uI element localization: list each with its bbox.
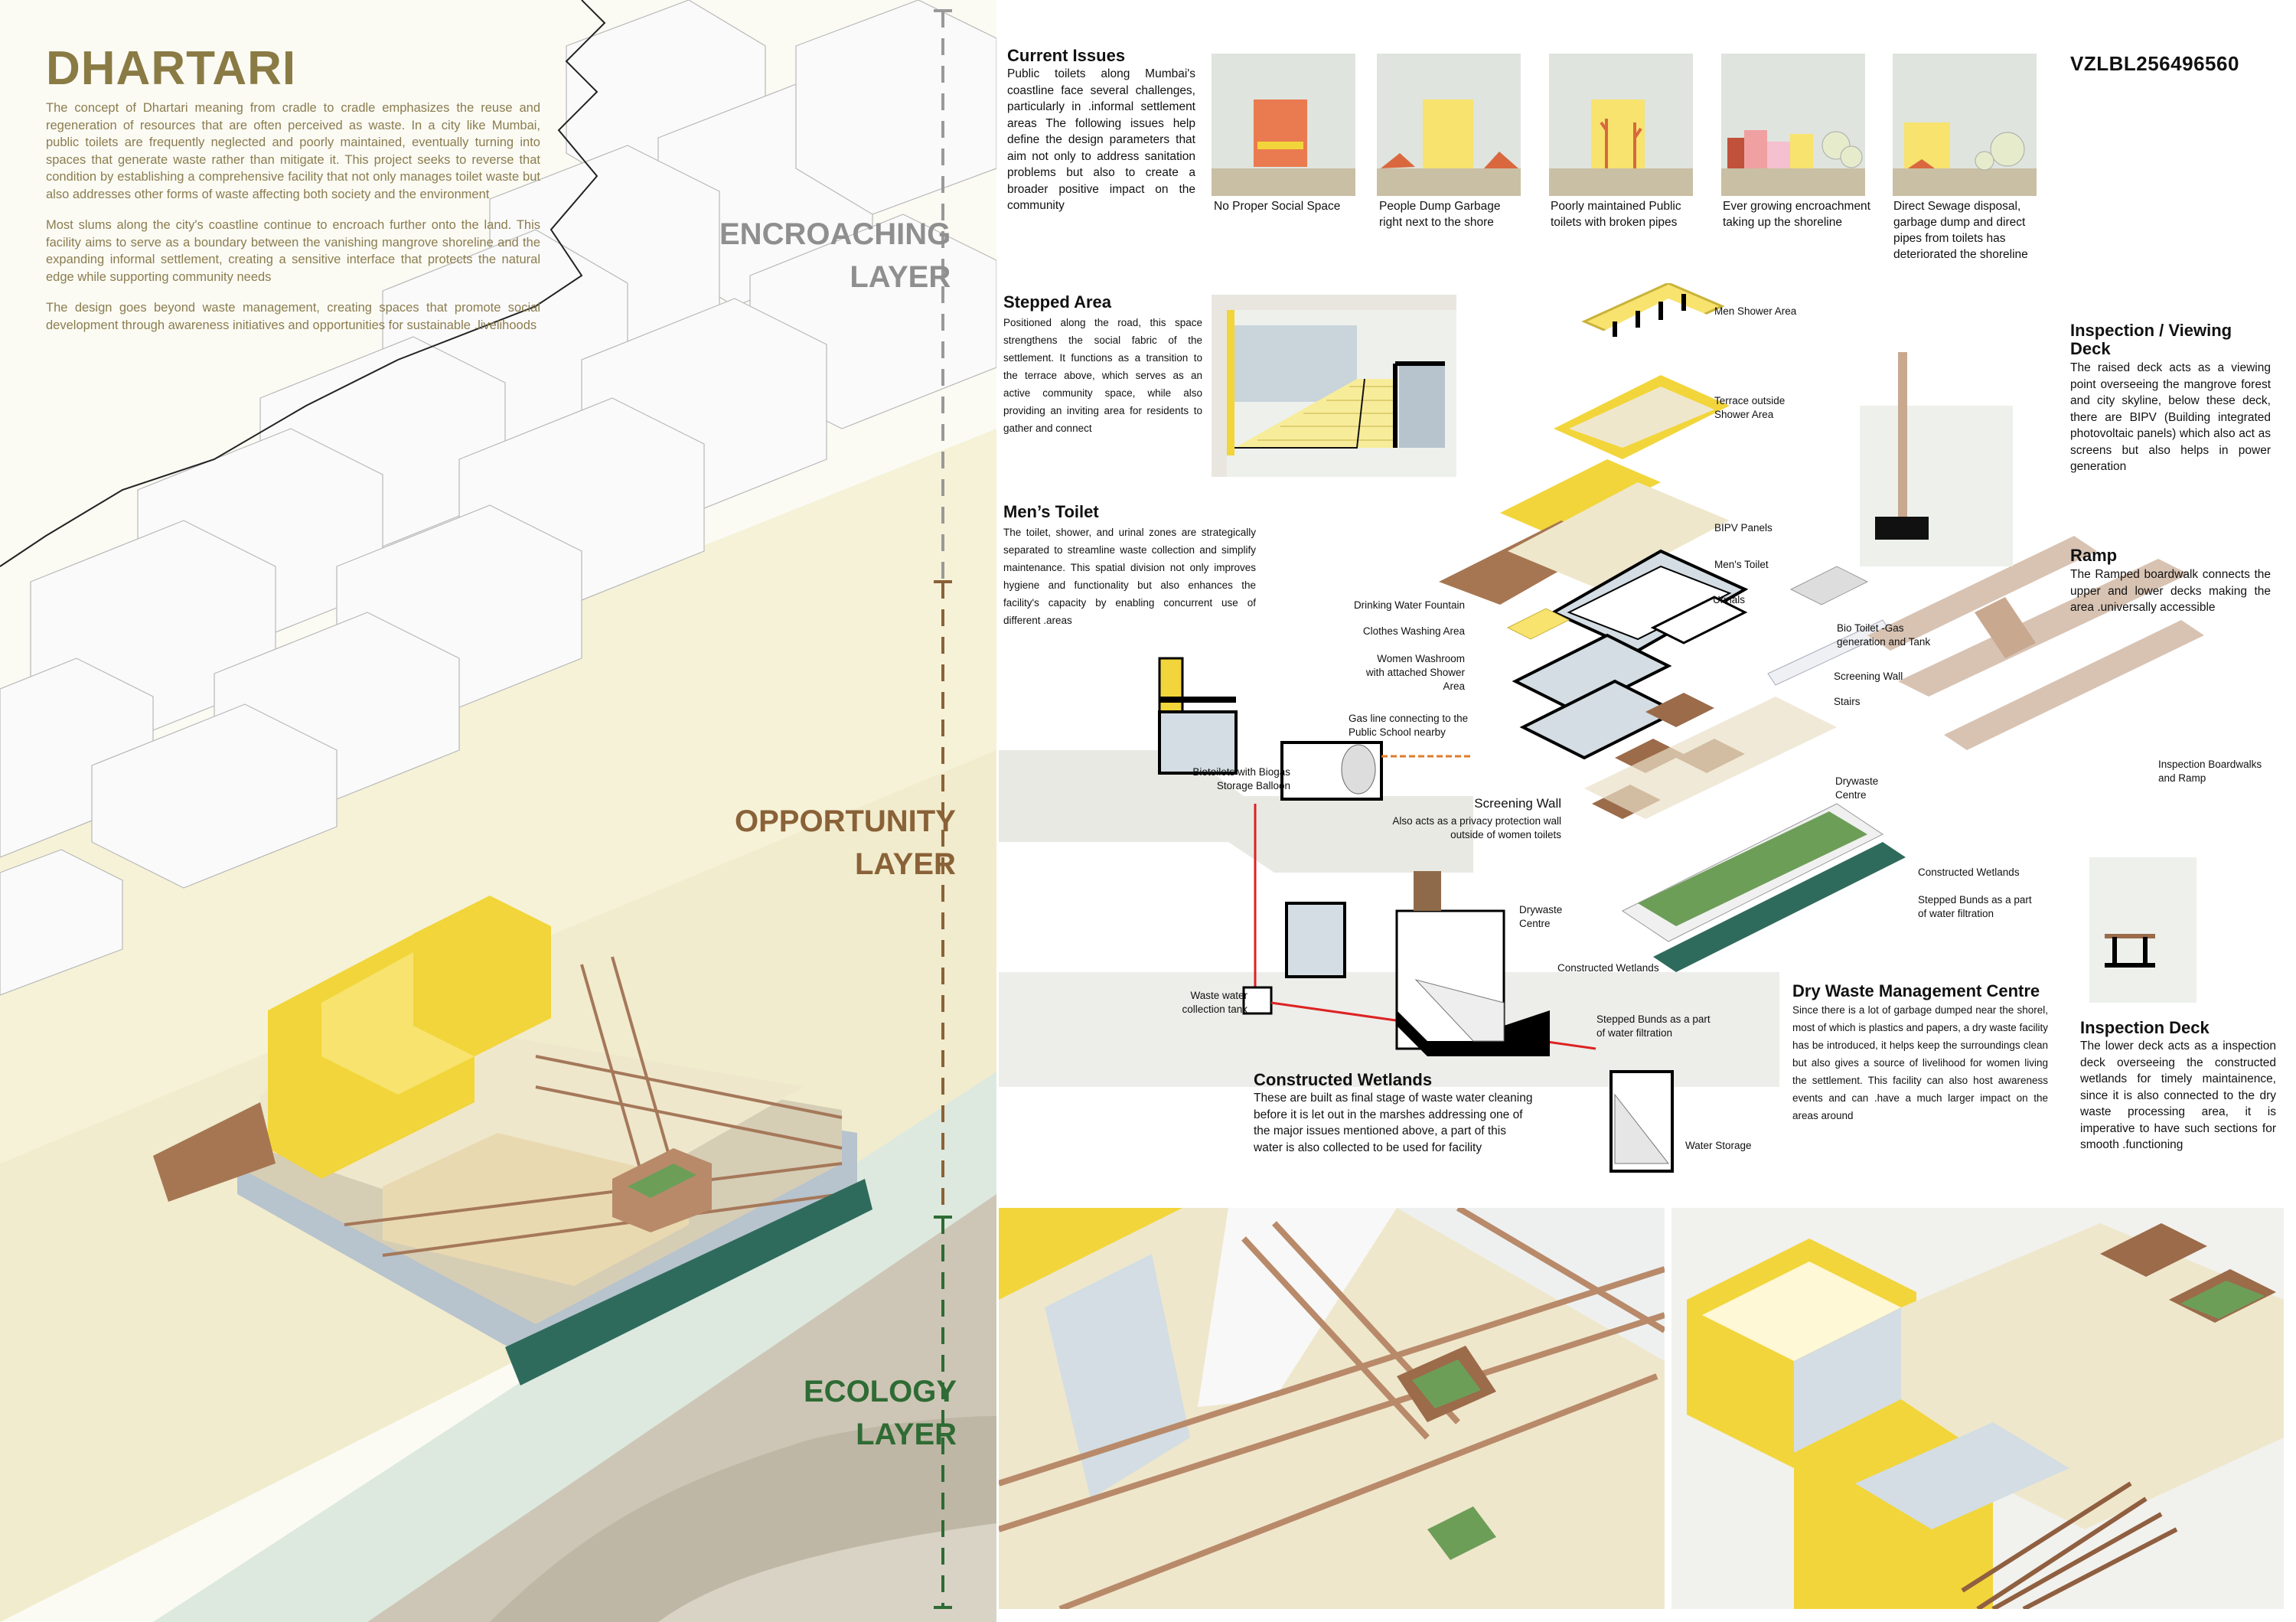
current-issues-text: Public toilets along Mumbai's coastline … [1007,67,1195,212]
road-band [0,429,996,1163]
encroaching-label-line2: LAYER [850,260,951,294]
opportunity-layer-label: OPPORTUNITY LAYER [735,800,956,886]
inspection-deck-heading: Inspection Deck [2080,1018,2210,1037]
ramp-text: The Ramped boardwalk connects the upper … [2070,568,2271,614]
clothes-washing-label: Clothes Washing Area [1362,625,1465,637]
render-view-right [1671,1208,2284,1609]
issue-image-3 [1549,54,1693,196]
inspection-boardwalks-label: Inspection Boardwalks and Ramp [2158,759,2262,784]
exploded-axonometric [1408,282,2250,972]
screening-wall-label: Screening Wall [1834,671,1903,682]
services-section-drawing [999,643,1779,1209]
drinking-water-label: Drinking Water Fountain [1353,599,1465,611]
facility-axonometric [153,896,872,1385]
issue-caption-2: People Dump Garbage right next to the sh… [1379,200,1501,229]
left-poster-panel: DHARTARI The concept of Dhartari meaning… [0,0,996,1622]
ecology-label-line1: ECOLOGY [804,1375,957,1408]
ecology-layer-label: ECOLOGY LAYER [804,1370,957,1456]
opportunity-label-line2: LAYER [855,847,956,881]
constructed-wetlands-heading: Constructed Wetlands [1254,1070,1433,1089]
mens-toilet-text: The toilet, shower, and urinal zones are… [1003,527,1256,626]
waste-water-label: Waste water collection tank [1182,990,1247,1015]
project-code: VZLBL256496560 [2070,52,2239,75]
section-drywaste-label: Drywaste Centre [1519,904,1563,929]
biotoilets-label: Biotoilets with Biogas Storage Balloon [1192,766,1290,791]
mens-toilet-heading: Men’s Toilet [1003,502,1099,521]
settlement-blocks [0,0,996,996]
ramp-heading: Ramp [2070,546,2118,565]
drywaste-centre-label: Drywaste Centre [1835,775,1879,801]
settlement-edge-line [0,0,606,567]
screening-wall-text: Also acts as a privacy protection wall o… [1392,815,1561,840]
issue-image-1 [1212,54,1355,196]
mens-toilet-label: Men's Toilet [1714,559,1769,570]
issue-caption-5: Direct Sewage disposal, garbage dump and… [1893,200,2028,261]
men-shower-label: Men Shower Area [1714,305,1797,317]
issue-caption-4: Ever growing encroachment taking up the … [1723,200,1870,229]
encroaching-label-line1: ENCROACHING [719,217,951,251]
terrace-label: Terrace outside Shower Area [1714,395,1786,420]
screening-wall-heading: Screening Wall [1474,796,1561,811]
constructed-wetlands-label: Constructed Wetlands [1918,866,2020,878]
section-wetlands-label: Constructed Wetlands [1557,962,1659,974]
dry-waste-heading: Dry Waste Management Centre [1792,981,2040,1000]
inspection-viewing-heading: Inspection / Viewing Deck [2070,321,2232,358]
site-axonometric-drawing [0,0,996,1622]
water-band [658,1523,996,1622]
intro-paragraph-3: The design goes beyond waste management,… [46,301,540,332]
stepped-area-heading: Stepped Area [1003,292,1112,312]
bipv-label: BIPV Panels [1714,522,1773,534]
dry-waste-text: Since there is a lot of garbage dumped n… [1792,1004,2048,1121]
inspection-deck-text: The lower deck acts as a inspection deck… [2080,1039,2276,1151]
constructed-wetlands-text: These are built as final stage of waste … [1254,1092,1533,1154]
stairs-label: Stairs [1834,696,1861,707]
stepped-bunds-label: Stepped Bunds as a part of water filtrat… [1918,894,2032,919]
intro-paragraph-1: The concept of Dhartari meaning from cra… [46,101,540,201]
opportunity-label-line1: OPPORTUNITY [735,804,956,838]
ecology-label-line2: LAYER [856,1418,957,1451]
current-issues-heading: Current Issues [1007,46,1126,65]
urinals-label: Urinals [1713,594,1746,605]
water-storage-label: Water Storage [1685,1140,1752,1151]
issue-caption-3: Poorly maintained Public toilets with br… [1551,200,1681,229]
gas-line-label: Gas line connecting to the Public School… [1349,713,1469,738]
section-bunds-label: Stepped Bunds as a part of water filtrat… [1596,1013,1711,1039]
layer-scale [934,9,952,1609]
issue-caption-1: No Proper Social Space [1214,200,1341,213]
issue-image-4 [1721,54,1865,196]
encroaching-layer-label: ENCROACHING LAYER [719,213,951,299]
intro-text: The concept of Dhartari meaning from cra… [46,100,540,348]
stepped-area-text: Positioned along the road, this space st… [1003,317,1202,434]
inspection-deck-section [2089,857,2197,1003]
intro-paragraph-2: Most slums along the city's coastline co… [46,218,540,284]
issue-image-2 [1377,54,1521,196]
women-washroom-label: Women Washroom with attached Shower Area [1365,653,1465,692]
project-title: DHARTARI [46,42,297,95]
inspection-viewing-text: The raised deck acts as a viewing point … [2070,361,2271,473]
issue-image-5 [1893,54,2037,196]
stepped-area-section-drawing [1212,295,1456,477]
bio-toilet-label: Bio Toilet -Gas generation and Tank [1837,622,1931,648]
render-view-left [999,1208,1665,1609]
